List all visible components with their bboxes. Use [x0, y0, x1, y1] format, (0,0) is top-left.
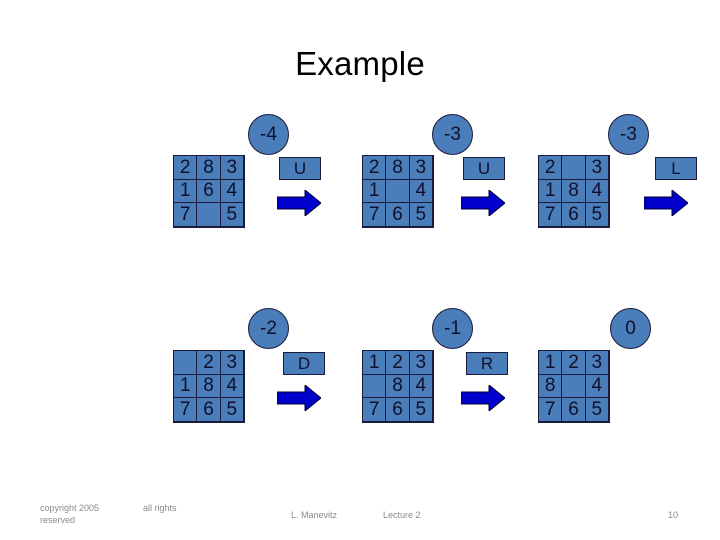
puzzle-board-6: 1 2 3 8 4 7 6 5 — [538, 350, 610, 423]
puzzle-cell: 4 — [219, 373, 244, 399]
puzzle-cell: 4 — [408, 178, 433, 204]
puzzle-cell: 5 — [408, 397, 433, 422]
puzzle-cell: 3 — [219, 350, 244, 375]
puzzle-cell: 6 — [196, 178, 221, 204]
puzzle-cell: 7 — [173, 202, 198, 227]
puzzle-cell: 3 — [408, 350, 433, 375]
puzzle-board-2: 2 8 3 1 4 7 6 5 — [362, 155, 434, 228]
puzzle-cell: 8 — [196, 155, 221, 180]
puzzle-cell: 8 — [561, 178, 586, 204]
puzzle-cell: 2 — [385, 350, 410, 375]
puzzle-cell: 2 — [561, 350, 586, 375]
cost-circle-5: -1 — [432, 308, 473, 349]
puzzle-cell: 7 — [538, 397, 563, 422]
puzzle-cell: 5 — [584, 397, 609, 422]
cost-circle-6: 0 — [610, 308, 651, 349]
arrow-right-icon — [460, 188, 506, 218]
move-label-4: D — [283, 352, 325, 375]
puzzle-cell: 3 — [584, 155, 609, 180]
puzzle-cell: 4 — [584, 373, 609, 399]
arrow-right-icon — [276, 383, 322, 413]
puzzle-cell: 8 — [385, 155, 410, 180]
puzzle-cell: 6 — [385, 397, 410, 422]
cost-circle-1: -4 — [248, 114, 289, 155]
puzzle-board-1: 2 8 3 1 6 4 7 5 — [173, 155, 245, 228]
puzzle-cell: 2 — [362, 155, 387, 180]
puzzle-cell: 5 — [408, 202, 433, 227]
puzzle-cell: 4 — [408, 373, 433, 399]
puzzle-cell: 5 — [584, 202, 609, 227]
move-label-5: R — [466, 352, 508, 375]
puzzle-cell: 3 — [219, 155, 244, 180]
puzzle-cell: 4 — [584, 178, 609, 204]
puzzle-cell: 1 — [173, 178, 198, 204]
footer-author: L. Manevitz — [291, 510, 338, 520]
puzzle-cell: 7 — [538, 202, 563, 227]
puzzle-cell: 6 — [196, 397, 221, 422]
puzzle-cell: 1 — [538, 178, 563, 204]
puzzle-cell: 8 — [196, 373, 221, 399]
arrow-right-icon — [460, 383, 506, 413]
puzzle-cell: 5 — [219, 397, 244, 422]
puzzle-cell: 6 — [561, 202, 586, 227]
puzzle-cell-blank — [196, 202, 221, 227]
arrow-right-icon — [643, 188, 689, 218]
page-title: Example — [295, 45, 425, 82]
puzzle-cell-blank — [385, 178, 410, 204]
puzzle-cell: 1 — [538, 350, 563, 375]
puzzle-cell: 4 — [219, 178, 244, 204]
puzzle-cell-blank — [173, 350, 198, 375]
puzzle-cell: 6 — [561, 397, 586, 422]
cost-circle-3: -3 — [608, 114, 649, 155]
footer-copyright: copyright 2005 reserved — [40, 503, 100, 525]
puzzle-cell: 7 — [362, 202, 387, 227]
puzzle-cell: 8 — [538, 373, 563, 399]
puzzle-cell: 7 — [362, 397, 387, 422]
arrow-right-icon — [276, 188, 322, 218]
puzzle-cell-blank — [362, 373, 387, 399]
puzzle-cell: 2 — [173, 155, 198, 180]
puzzle-board-4: 2 3 1 8 4 7 6 5 — [173, 350, 245, 423]
footer-rights: all rights — [143, 503, 177, 513]
move-label-3: L — [655, 157, 697, 180]
puzzle-cell: 1 — [362, 350, 387, 375]
puzzle-cell-blank — [561, 155, 586, 180]
puzzle-cell: 6 — [385, 202, 410, 227]
puzzle-cell-blank — [561, 373, 586, 399]
move-label-1: U — [279, 157, 321, 180]
puzzle-cell: 3 — [408, 155, 433, 180]
puzzle-board-5: 1 2 3 8 4 7 6 5 — [362, 350, 434, 423]
puzzle-cell: 1 — [362, 178, 387, 204]
puzzle-board-3: 2 3 1 8 4 7 6 5 — [538, 155, 610, 228]
cost-circle-4: -2 — [248, 308, 289, 349]
puzzle-cell: 2 — [538, 155, 563, 180]
cost-circle-2: -3 — [432, 114, 473, 155]
puzzle-cell: 3 — [584, 350, 609, 375]
puzzle-cell: 1 — [173, 373, 198, 399]
move-label-2: U — [463, 157, 505, 180]
puzzle-cell: 2 — [196, 350, 221, 375]
puzzle-cell: 5 — [219, 202, 244, 227]
footer-lecture: Lecture 2 — [383, 510, 421, 520]
puzzle-cell: 8 — [385, 373, 410, 399]
puzzle-cell: 7 — [173, 397, 198, 422]
footer-page-number: 10 — [668, 510, 679, 520]
